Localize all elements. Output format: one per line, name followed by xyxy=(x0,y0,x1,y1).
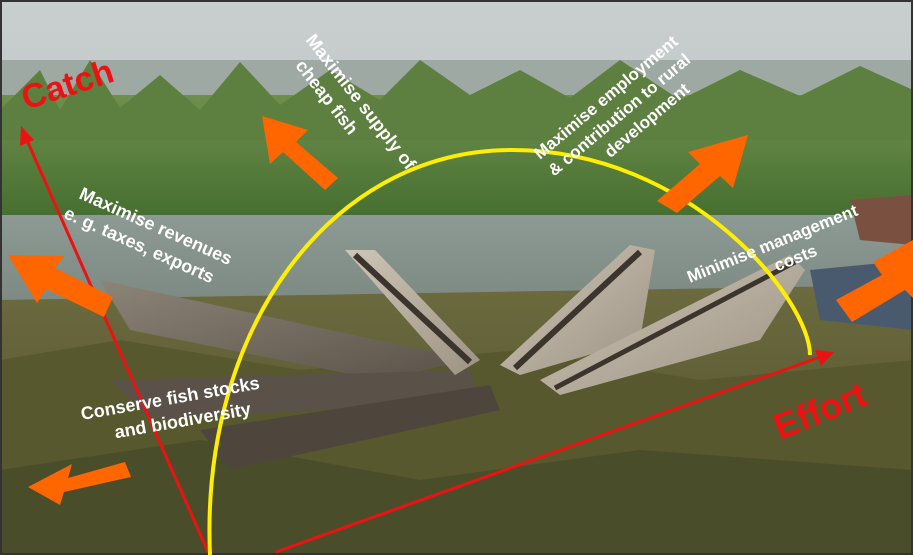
slide: n-a-a-p-a-a-a-y Catch Effort Maximise su… xyxy=(0,0,913,555)
diagram-canvas: n-a-a-p-a-a-a-y Catch Effort Maximise su… xyxy=(0,0,913,555)
